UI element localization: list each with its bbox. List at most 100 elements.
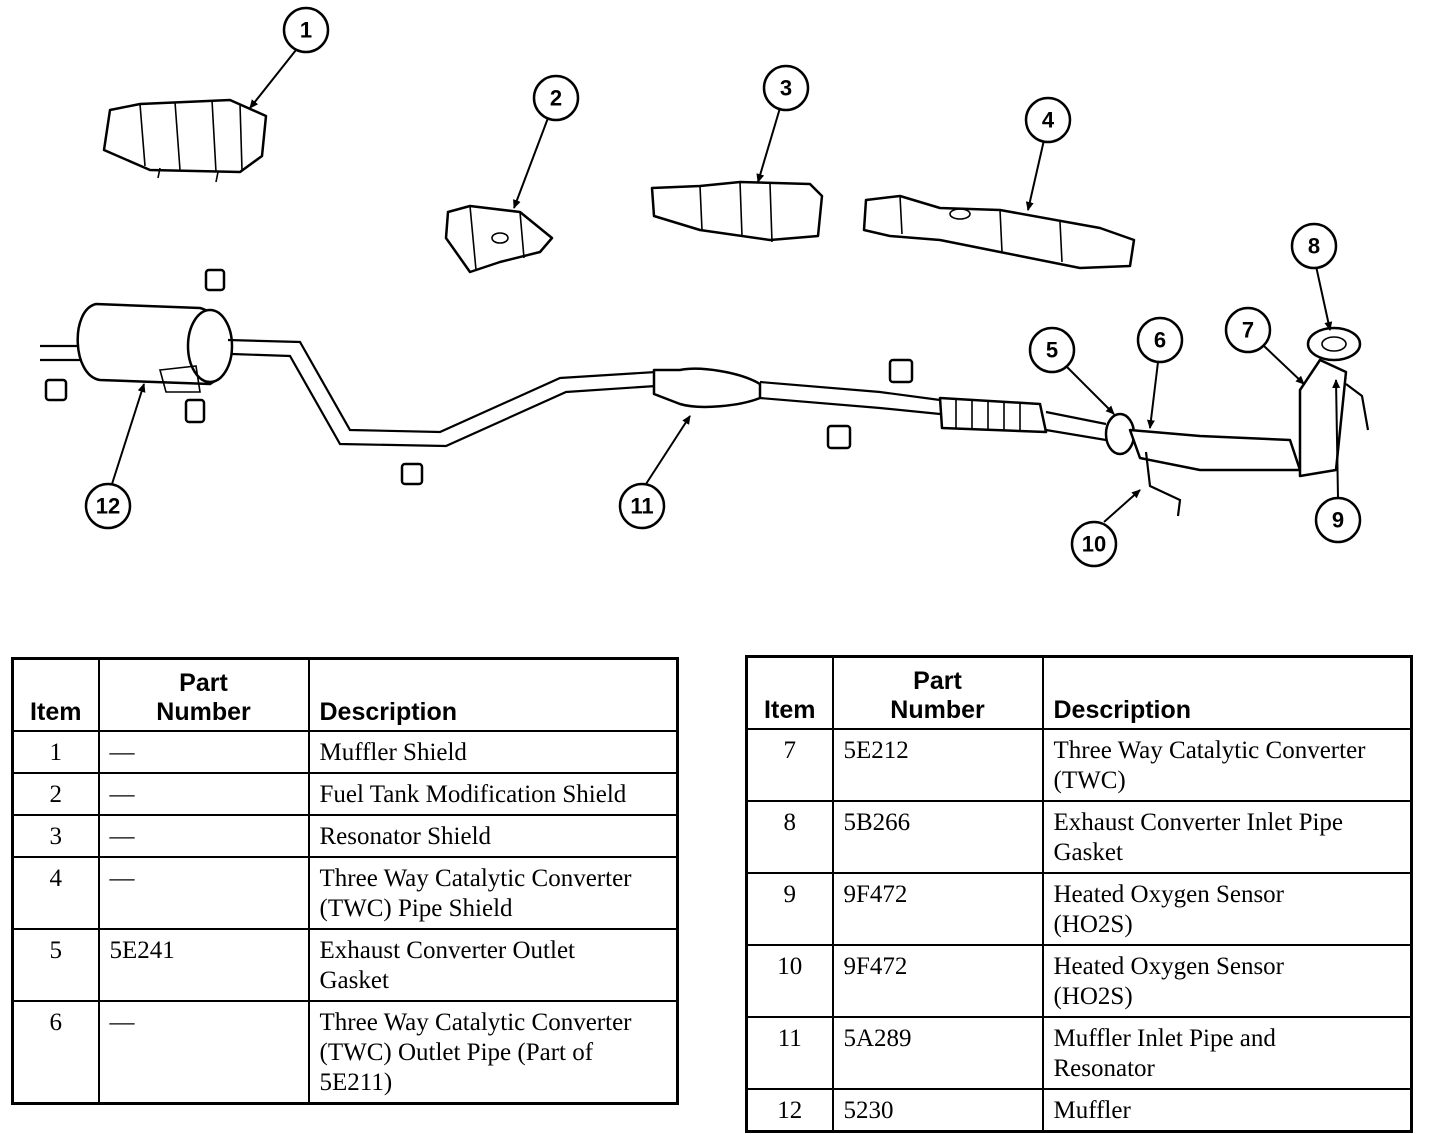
callout-7-label: 7	[1242, 318, 1254, 343]
cell-item: 9	[745, 871, 834, 946]
cell-item: 11	[745, 1015, 834, 1090]
table-row: 2— Fuel Tank Modification Shield	[11, 771, 679, 816]
table-row: 3—Resonator Shield	[11, 813, 679, 858]
cell-item: 3	[11, 813, 100, 858]
muffler-shield-drawing	[102, 98, 268, 183]
description-line: Muffler	[1053, 1096, 1131, 1124]
callout-1: 1	[282, 6, 330, 54]
twc-pipe-shield-drawing	[862, 194, 1136, 270]
callout-7: 7	[1224, 306, 1272, 354]
callout-1-label: 1	[300, 18, 312, 43]
callout-11: 11	[618, 482, 666, 530]
cell-description: Three Way Catalytic Converter(TWC) Pipe …	[307, 855, 679, 930]
description-line: Three Way Catalytic Converter	[319, 864, 632, 892]
description-line: (TWC) Pipe Shield	[319, 894, 513, 922]
header-description: Description	[307, 657, 679, 732]
cell-description: Resonator Shield	[307, 813, 679, 858]
callout-9: 9	[1314, 496, 1362, 544]
header-item: Item	[11, 657, 100, 732]
cell-part-number: 5E241	[97, 927, 310, 1002]
description-line: Exhaust Converter Inlet Pipe	[1053, 808, 1344, 836]
table-row: 6—Three Way Catalytic Converter(TWC) Out…	[11, 999, 679, 1104]
inlet-pipe-gasket-drawing	[1306, 326, 1362, 362]
callout-8: 8	[1290, 222, 1338, 270]
description-line: Heated Oxygen Sensor	[1053, 952, 1285, 980]
converter-assembly-drawing	[1104, 358, 1370, 517]
description-line: Resonator Shield	[319, 822, 492, 850]
callout-4: 4	[1024, 96, 1072, 144]
description-line: Gasket	[319, 966, 389, 994]
description-line: Muffler Inlet Pipe and	[1053, 1024, 1276, 1052]
cell-description: Three Way Catalytic Converter(TWC)	[1041, 727, 1413, 802]
callout-10-label: 10	[1082, 532, 1106, 557]
fuel-tank-shield-drawing	[444, 204, 554, 274]
cell-part-number: 9F472	[831, 943, 1044, 1018]
cell-description: Three Way Catalytic Converter(TWC) Outle…	[307, 999, 679, 1104]
description-line: Gasket	[1053, 838, 1123, 866]
cell-part-number: 9F472	[831, 871, 1044, 946]
cell-item: 10	[745, 943, 834, 1018]
header-item: Item	[745, 655, 834, 730]
callout-9-label: 9	[1332, 508, 1344, 533]
description-line: Fuel Tank Modification Shield	[319, 780, 627, 808]
description-line: Three Way Catalytic Converter	[319, 1008, 632, 1036]
description-line: Resonator	[1053, 1054, 1155, 1082]
cell-item: 8	[745, 799, 834, 874]
resonator-shield-drawing	[650, 180, 824, 243]
cell-item: 6	[11, 999, 100, 1104]
cell-item: 7	[745, 727, 834, 802]
callout-3-label: 3	[780, 76, 792, 101]
clamps-drawing	[44, 268, 914, 486]
callout-12: 12	[84, 482, 132, 530]
callout-12-label: 12	[96, 494, 120, 519]
callout-8-label: 8	[1308, 234, 1320, 259]
cell-description: Heated Oxygen Sensor(HO2S)	[1041, 943, 1413, 1018]
description-line: (TWC)	[1053, 766, 1126, 794]
cell-part-number: —	[97, 771, 310, 816]
description-line: Muffler Shield	[319, 738, 467, 766]
callout-4-label: 4	[1042, 108, 1055, 133]
callout-3: 3	[762, 64, 810, 112]
muffler-drawing	[40, 302, 234, 393]
cell-item: 2	[11, 771, 100, 816]
muffler-inlet-pipe-drawing	[227, 338, 941, 448]
cell-item: 1	[11, 729, 100, 774]
leader-arrows	[111, 49, 1341, 523]
cell-item: 5	[11, 927, 100, 1002]
description-line: (TWC) Outlet Pipe (Part of	[319, 1038, 594, 1066]
description-line: (HO2S)	[1053, 982, 1133, 1010]
description-line: 5E211)	[319, 1068, 393, 1096]
cell-description: Muffler	[1041, 1087, 1413, 1132]
callout-5-label: 5	[1046, 338, 1058, 363]
cell-part-number: 5A289	[831, 1015, 1044, 1090]
table-row: 4—Three Way Catalytic Converter(TWC) Pip…	[11, 855, 679, 930]
cell-part-number: —	[97, 999, 310, 1104]
description-line: Exhaust Converter Outlet	[319, 936, 576, 964]
cell-item: 12	[745, 1087, 834, 1132]
cell-description: Muffler Shield	[307, 729, 679, 774]
cell-item: 4	[11, 855, 100, 930]
description-line: (HO2S)	[1053, 910, 1133, 938]
callout-2-label: 2	[550, 86, 562, 111]
cell-part-number: —	[97, 729, 310, 774]
callout-6-label: 6	[1154, 328, 1166, 353]
callout-6: 6	[1136, 316, 1184, 364]
header-description: Description	[1041, 655, 1413, 730]
callout-11-label: 11	[630, 494, 653, 519]
cell-description: Fuel Tank Modification Shield	[307, 771, 679, 816]
cell-part-number: 5E212	[831, 727, 1044, 802]
exhaust-system-diagram: 1 2 3 4 5 6 7 8 9 10 11 12	[40, 6, 1370, 568]
